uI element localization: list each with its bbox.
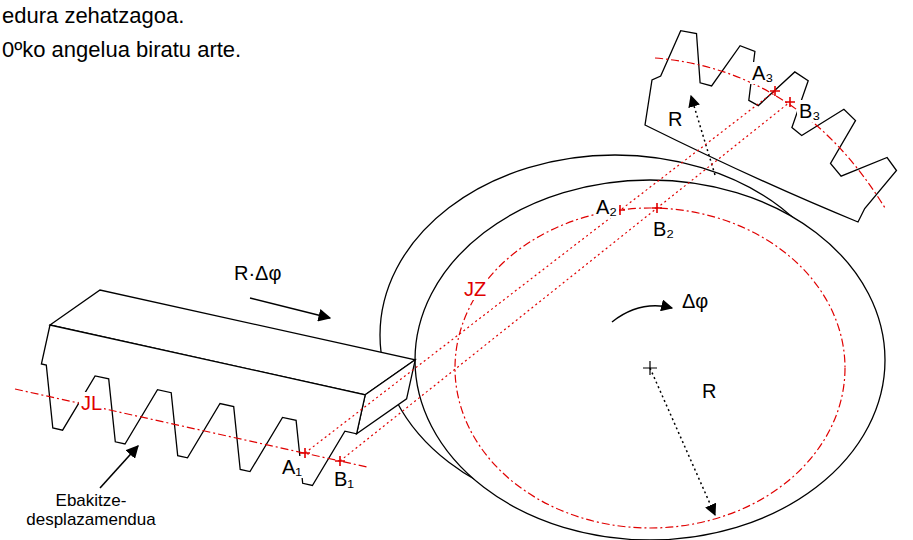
point-marks [300,86,795,466]
cutting-arrow [100,446,138,488]
pitch-line-label: JL [79,392,104,414]
cutting-motion-label: Ebakitze- desplazamendua [14,492,168,529]
gear-radius-line [691,96,715,175]
radius-label: R [700,380,718,402]
point-label: A₂ [594,196,619,218]
point-label: A₃ [750,62,775,84]
rack-motion-arrow [250,298,330,318]
point-label: A₁ [280,456,304,478]
rack-front-teeth [41,325,365,486]
rack-pitch-line [15,389,367,467]
angle-label: Δφ [680,290,710,312]
motion-label: R·Δφ [232,262,283,284]
disk-front-face [415,180,885,540]
point-label: B₂ [651,218,676,240]
radius-label: R [666,108,684,130]
point-label: B₃ [797,100,822,122]
pitch-circle-label: JZ [462,278,488,300]
point-line-b [340,102,790,461]
pitch-circle [455,208,845,528]
page-text: edura zehatzagoa. [2,4,184,28]
page-text: 0ºko angelua biratu arte. [2,38,241,62]
point-label: B₁ [332,468,356,490]
point-line-a [305,91,775,453]
rotation-arrow [612,306,672,322]
